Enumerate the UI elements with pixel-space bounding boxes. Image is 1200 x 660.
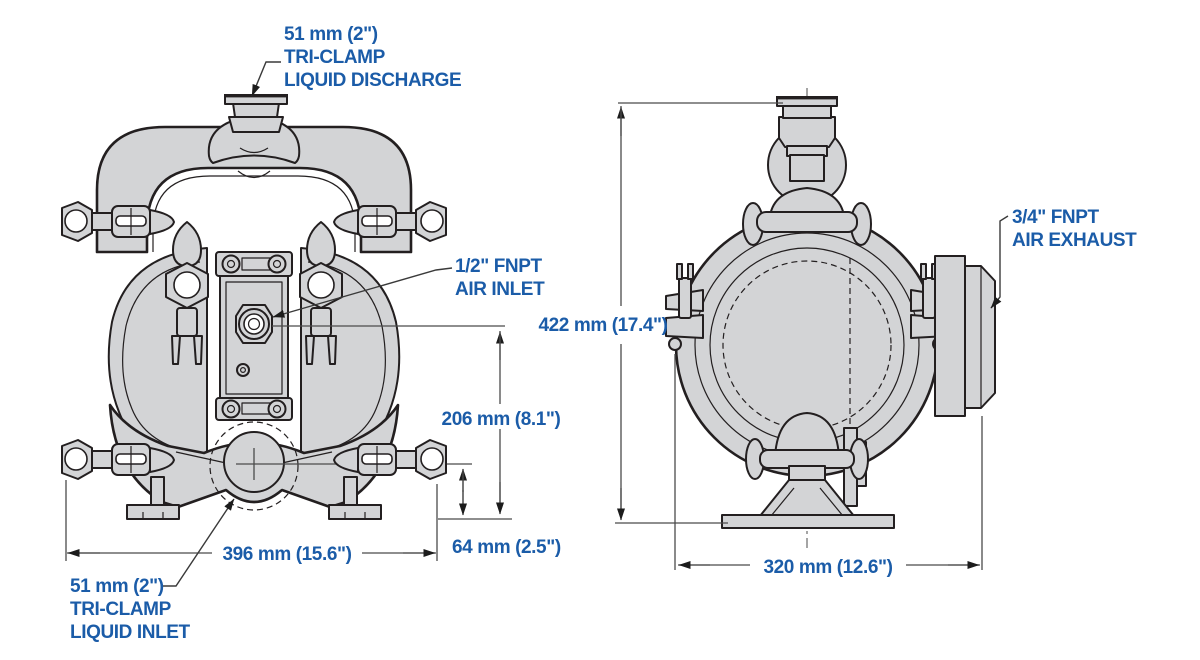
dimension-lines — [65, 102, 983, 570]
inlet-size: 51 mm (2") — [70, 576, 164, 597]
air-inlet-name: AIR INLET — [455, 279, 545, 300]
tri-clamp-lower-left — [61, 439, 175, 480]
bottom-port-stand — [721, 412, 895, 529]
leader-air-exhaust — [990, 215, 1009, 309]
top-port-stack — [742, 96, 872, 246]
discharge-name: LIQUID DISCHARGE — [284, 70, 461, 91]
callout-liquid-discharge: 51 mm (2") TRI-CLAMP LIQUID DISCHARGE — [284, 24, 462, 91]
dim-overall-depth-label: 320 mm (12.6") — [763, 557, 892, 578]
dim-inlet-height-label: 64 mm (2.5") — [452, 537, 561, 558]
tri-clamp-upper-right — [333, 201, 447, 242]
dim-air-inlet-height-label: 206 mm (8.1") — [442, 409, 561, 430]
tri-clamp-ferrule-edge — [224, 94, 288, 98]
inlet-name: LIQUID INLET — [70, 622, 191, 643]
discharge-type: TRI-CLAMP — [284, 47, 386, 68]
air-valve-assembly — [215, 251, 293, 421]
bottom-clamp — [745, 438, 869, 480]
leader-lines — [162, 61, 1009, 587]
foot-left — [126, 476, 180, 520]
discharge-size: 51 mm (2") — [284, 24, 378, 45]
air-inlet-fitting — [235, 304, 273, 344]
clamp-ear-left — [665, 263, 704, 351]
foot-right — [328, 476, 382, 520]
band-clamp-right — [299, 221, 343, 365]
air-exhaust-size: 3/4" FNPT — [1012, 207, 1099, 228]
callout-air-inlet: 1/2" FNPT AIR INLET — [455, 256, 545, 300]
inlet-port-dashed-circle — [209, 421, 299, 511]
side-view — [665, 88, 996, 548]
leader-air-inlet — [272, 267, 453, 318]
base-plate — [721, 514, 895, 529]
callout-air-exhaust: 3/4" FNPT AIR EXHAUST — [1012, 207, 1138, 251]
band-clamp-left — [165, 221, 209, 365]
lower-manifold — [108, 403, 472, 520]
inlet-type: TRI-CLAMP — [70, 599, 172, 620]
tri-clamp-lower-right — [333, 439, 447, 480]
air-inlet-size: 1/2" FNPT — [455, 256, 542, 277]
dim-overall-width-label: 396 mm (15.6") — [222, 544, 351, 565]
neck-clamp — [742, 202, 872, 246]
callout-liquid-inlet: 51 mm (2") TRI-CLAMP LIQUID INLET — [70, 576, 191, 643]
front-view — [61, 94, 472, 520]
tri-clamp-upper-left — [61, 201, 175, 242]
leader-liquid-discharge — [251, 61, 281, 97]
leader-liquid-inlet — [162, 498, 235, 587]
muffler — [934, 255, 996, 417]
dim-overall-height-label: 422 mm (17.4") — [538, 315, 667, 336]
air-exhaust-name: AIR EXHAUST — [1012, 230, 1137, 251]
labels: 51 mm (2") TRI-CLAMP LIQUID DISCHARGE 1/… — [70, 24, 1138, 643]
upper-manifold — [95, 125, 413, 254]
